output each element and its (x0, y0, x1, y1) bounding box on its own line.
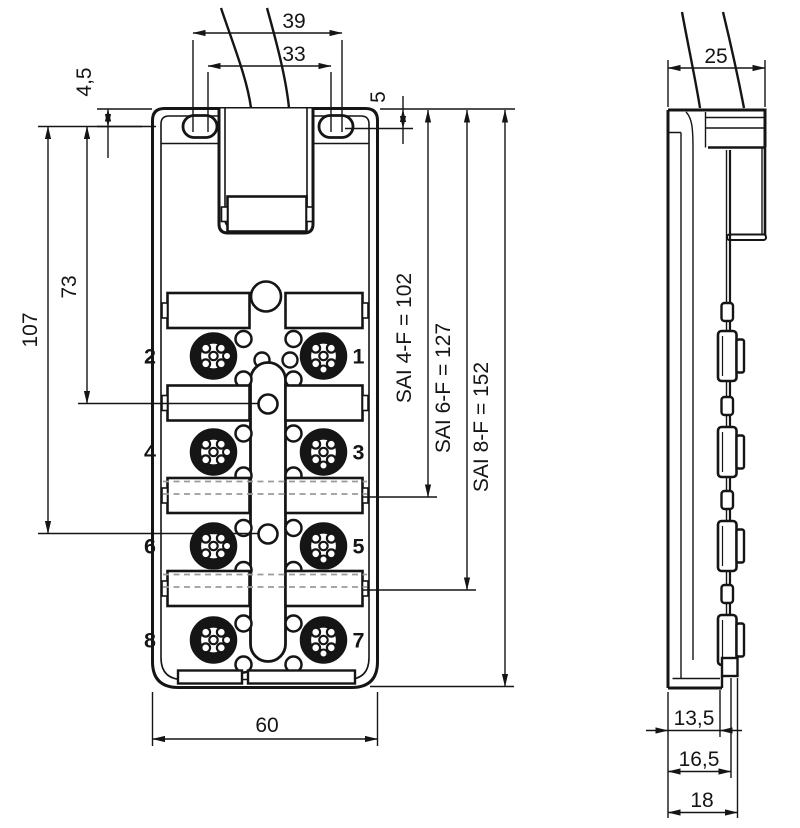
side-bottom-flange (720, 656, 739, 678)
dim-4-5-label: 4,5 (73, 67, 96, 96)
channel-hole-upper (257, 393, 279, 415)
dim-hole-spacing-33: 33 (207, 43, 332, 132)
side-label-bumps (720, 301, 735, 605)
port-label-1: 1 (353, 345, 365, 369)
side-cables (680, 11, 746, 109)
dim-sai8-label: SAI 8-F = 152 (470, 362, 493, 492)
port-label-6: 6 (144, 535, 156, 559)
dim-13-5-label: 13,5 (674, 707, 715, 730)
top-label-plate (226, 195, 308, 233)
dim-39-label: 39 (282, 10, 305, 33)
dim-mounting-span-39: 39 (192, 10, 343, 132)
dim-sai4-label: SAI 4-F = 102 (393, 273, 416, 403)
m12-connector-3 (300, 428, 348, 476)
m12-connector-5 (300, 522, 348, 570)
m12-connector-4 (190, 428, 238, 476)
port-label-4: 4 (144, 441, 156, 465)
m12-connector-8 (190, 616, 238, 664)
dim-sai-4f: SAI 4-F = 102 (362, 109, 437, 498)
port-label-5: 5 (353, 535, 365, 559)
dim-body-depth-13-5: 13,5 (646, 690, 742, 818)
center-top-hole (249, 280, 283, 313)
side-dimensions: 25 13,5 16,5 18 (646, 45, 766, 818)
side-connector-blocks (716, 329, 746, 667)
dim-5-label: 5 (367, 91, 390, 103)
side-bracket-foot (726, 233, 767, 241)
port-label-2: 2 (144, 345, 156, 369)
dim-107: 107 (19, 126, 258, 535)
port-label-3: 3 (353, 441, 365, 465)
m12-connector-7 (300, 616, 348, 664)
bottom-foot-right (246, 669, 357, 685)
dim-width-60: 60 (151, 692, 379, 746)
channel-hole-lower (257, 523, 279, 545)
dim-73: 73 (38, 125, 258, 405)
vent-hole (281, 351, 299, 369)
dim-107-label: 107 (19, 312, 42, 347)
mounting-slot-right (317, 114, 355, 139)
side-cable-channel-wall (685, 111, 694, 660)
dim-slot-height-4-5: 4,5 (73, 67, 152, 158)
port-label-7: 7 (353, 629, 365, 653)
dim-sai-6f: SAI 6-F = 127 (362, 109, 476, 591)
bottom-foot-left (176, 669, 244, 685)
side-top-cover (668, 108, 767, 147)
m12-connector-1 (300, 332, 348, 380)
dashed-cover-lines (163, 480, 367, 588)
front-dimensions: 39 33 4,5 5 73 107 (19, 10, 515, 746)
m12-connector-2 (190, 332, 238, 380)
dim-25-label: 25 (704, 45, 727, 68)
front-body-outline (151, 107, 379, 689)
front-cables (219, 7, 291, 109)
dim-18-label: 18 (690, 789, 713, 812)
dim-sai6-label: SAI 6-F = 127 (432, 323, 455, 453)
dim-73-label: 73 (58, 275, 81, 298)
dim-face-depth-16-5: 16,5 (667, 678, 732, 778)
dim-60-label: 60 (255, 714, 278, 737)
front-view: 2 1 4 3 6 5 8 7 (144, 7, 379, 689)
port-label-8: 8 (144, 629, 156, 653)
dim-overall-depth-18: 18 (667, 678, 739, 818)
side-cover-detail (668, 112, 764, 148)
mounting-slot-left (181, 114, 219, 139)
side-view (666, 11, 767, 690)
dim-top-offset-5: 5 (345, 91, 515, 144)
dim-top-depth-25: 25 (667, 45, 766, 107)
dim-33-label: 33 (282, 43, 305, 66)
dim-sai-8f: SAI 8-F = 152 (370, 109, 514, 688)
top-label-plate-tab-left (220, 206, 229, 223)
label-plate-rows (161, 291, 369, 608)
top-label-plate-tab-right (305, 206, 314, 223)
dim-16-5-label: 16,5 (679, 748, 720, 771)
m12-connector-6 (190, 522, 238, 570)
